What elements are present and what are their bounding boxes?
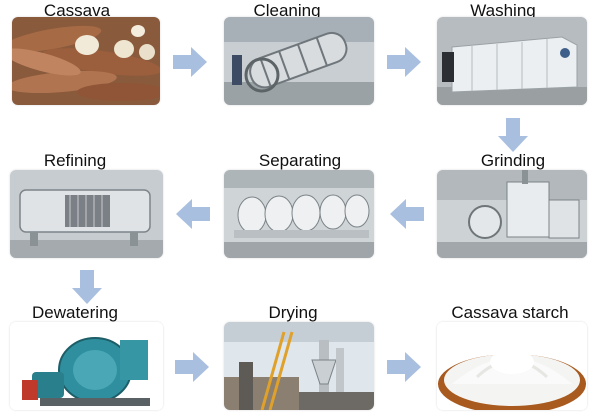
- refining-machine-image: [10, 170, 163, 258]
- flash-dryer-illustration: [224, 322, 374, 410]
- cassava-image: [12, 17, 160, 105]
- step-label-cleaning: Cleaning: [253, 1, 321, 20]
- cleaning-drum-illustration: [224, 17, 374, 105]
- arrow-right-3: [175, 352, 209, 382]
- separating-machine-image: [224, 170, 374, 258]
- washing-tank-illustration: [437, 17, 587, 105]
- starch-bowl-illustration: [437, 322, 587, 410]
- refining-screen-illustration: [10, 170, 163, 258]
- step-label-dewatering: Dewatering: [32, 303, 118, 322]
- grinding-machine-image: [437, 170, 587, 258]
- step-label-separating: Separating: [258, 151, 342, 170]
- grinder-illustration: [437, 170, 587, 258]
- step-label-cassava: Cassava: [43, 1, 111, 20]
- dewatering-machine-image: [10, 322, 163, 410]
- arrow-down-1: [498, 118, 528, 152]
- drying-machine-image: [224, 322, 374, 410]
- step-label-cassava-starch: Cassava starch: [451, 303, 569, 322]
- dewatering-centrifuge-illustration: [10, 322, 163, 410]
- arrow-right-1: [173, 47, 207, 77]
- arrow-down-2: [72, 270, 102, 304]
- cleaning-machine-image: [224, 17, 374, 105]
- arrow-left-1: [176, 199, 210, 229]
- step-label-drying: Drying: [268, 303, 318, 322]
- step-label-grinding: Grinding: [480, 151, 546, 170]
- arrow-left-2: [390, 199, 424, 229]
- washing-machine-image: [437, 17, 587, 105]
- step-label-washing: Washing: [470, 1, 536, 20]
- cassava-roots-illustration: [12, 17, 160, 105]
- separating-centrifuges-illustration: [224, 170, 374, 258]
- step-label-refining: Refining: [43, 151, 107, 170]
- cassava-starch-image: [437, 322, 587, 410]
- arrow-right-2: [387, 47, 421, 77]
- arrow-right-4: [387, 352, 421, 382]
